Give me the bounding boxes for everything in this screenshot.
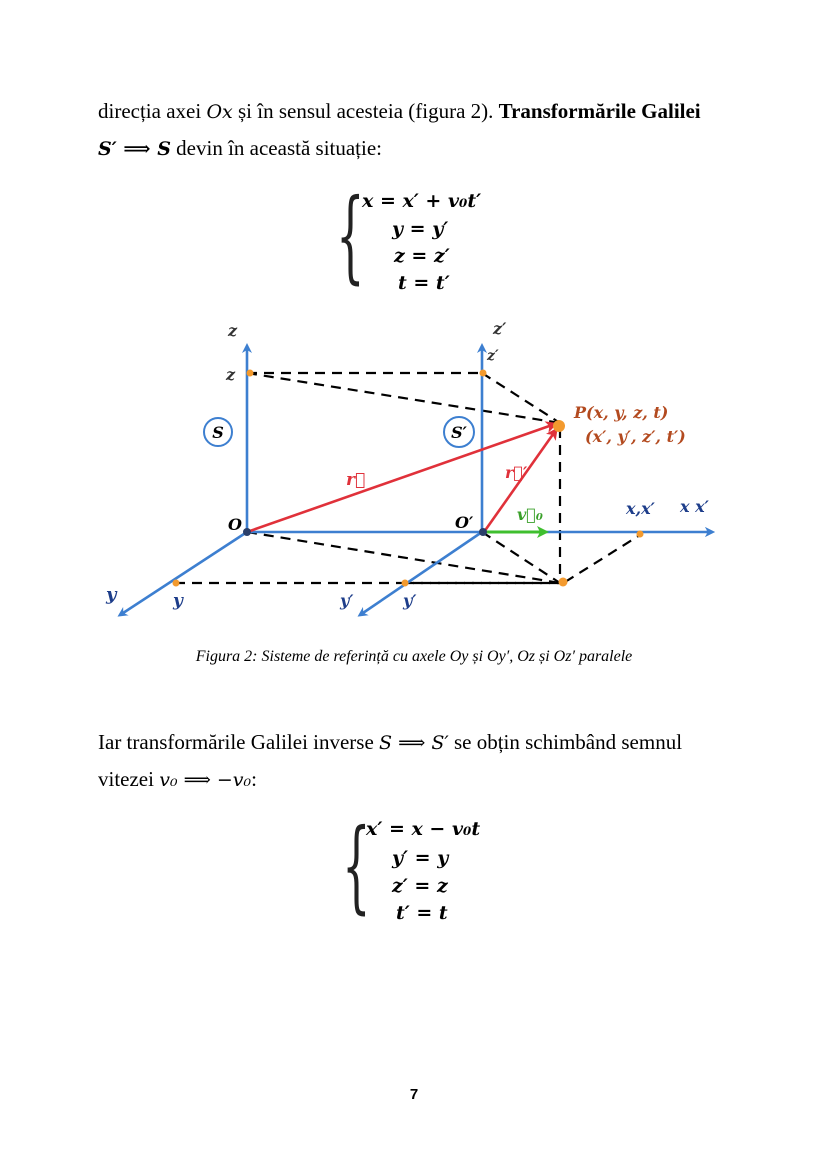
origin-Op-dot: [479, 528, 487, 536]
eq2-line-2: y′ = y: [392, 847, 449, 869]
p1-text-c: devin în această situație:: [170, 136, 383, 160]
p2-text-c: vitezei: [98, 767, 160, 791]
frame-S-circle: [203, 417, 233, 447]
paragraph-2: Iar transformările Galilei inverse S ⟹ S…: [98, 724, 730, 798]
marker-points: [172, 369, 644, 587]
origin-O-label: O: [228, 515, 242, 534]
frame-S-label: S: [212, 423, 224, 442]
x-point-label: x,x′: [625, 499, 656, 518]
yp-axis-label: y′: [339, 591, 354, 610]
p2-text-a: Iar transformările Galilei inverse: [98, 730, 380, 754]
origin-Op-label: O′: [455, 513, 474, 532]
P-label: P(x, y, z, t): [573, 403, 668, 422]
yp-point-label: y′: [402, 591, 417, 610]
p2-text-d: :: [251, 767, 258, 791]
frame-Sp-circle: [443, 416, 475, 448]
p2-math-v0: v₀ ⟹ −v₀: [159, 769, 252, 791]
page-number: 7: [409, 1086, 419, 1103]
p1-bold-title: Transformările Galilei: [498, 99, 701, 123]
eq2-line-4: t′ = t: [396, 902, 448, 924]
origin-O-dot: [243, 528, 251, 536]
v0-vector-label: v⃗₀: [517, 505, 543, 524]
eq2-line-3: z′ = z: [392, 875, 448, 897]
P-primed-label: (x′, y′, z′, t′): [585, 427, 686, 446]
point-P: [553, 420, 565, 432]
eq1-line-2: y = y′: [392, 218, 449, 240]
z-axis-label: z: [227, 321, 238, 340]
p1-math-transform: S′ ⟹ S: [98, 138, 171, 160]
frame-Sp-label: S′: [451, 423, 468, 442]
p2-text-b: se obțin schimbând semnul: [448, 730, 683, 754]
x-axis-label: x x′: [679, 497, 710, 516]
brace-1: {: [336, 177, 365, 294]
paragraph-1: direcția axei Ox și în sensul acesteia (…: [98, 93, 730, 167]
zp-axis-label: z′: [492, 319, 507, 338]
eq1-line-3: z = z′: [394, 245, 450, 267]
y-axis-outer-label: y: [105, 584, 118, 605]
eq2-line-1: x′ = x − v₀t: [366, 818, 481, 840]
vector-r: [246, 421, 558, 534]
z-point-label: z: [225, 365, 236, 384]
dashed-construction-lines: [175, 371, 641, 585]
p1-text-a: direcția axei: [98, 99, 207, 123]
eq1-line-1: x = x′ + v₀t′: [362, 190, 482, 212]
p1-math-ox: Ox: [206, 101, 233, 123]
figure-caption: Figura 2: Sisteme de referință cu axele …: [195, 648, 633, 665]
vector-r-prime: [482, 427, 558, 533]
frame-Sp-axes: [357, 343, 715, 617]
frame-S-axes: [117, 343, 482, 617]
rp-vector-label: r⃗′: [505, 463, 528, 482]
y-point-label: y: [172, 591, 184, 611]
brace-2: {: [342, 807, 371, 924]
zp-point-label: z′: [486, 348, 499, 364]
p1-text-b: și în sensul acesteia (figura 2).: [232, 99, 499, 123]
r-vector-label: r⃗: [346, 470, 365, 490]
p2-math-inverse: S ⟹ S′: [379, 732, 449, 754]
figure-2-diagram: S S′ z z O r⃗ y y z′ z′ O′ r⃗′ v⃗₀ y′ y′…: [105, 319, 715, 617]
eq1-line-4: t = t′: [398, 272, 450, 294]
